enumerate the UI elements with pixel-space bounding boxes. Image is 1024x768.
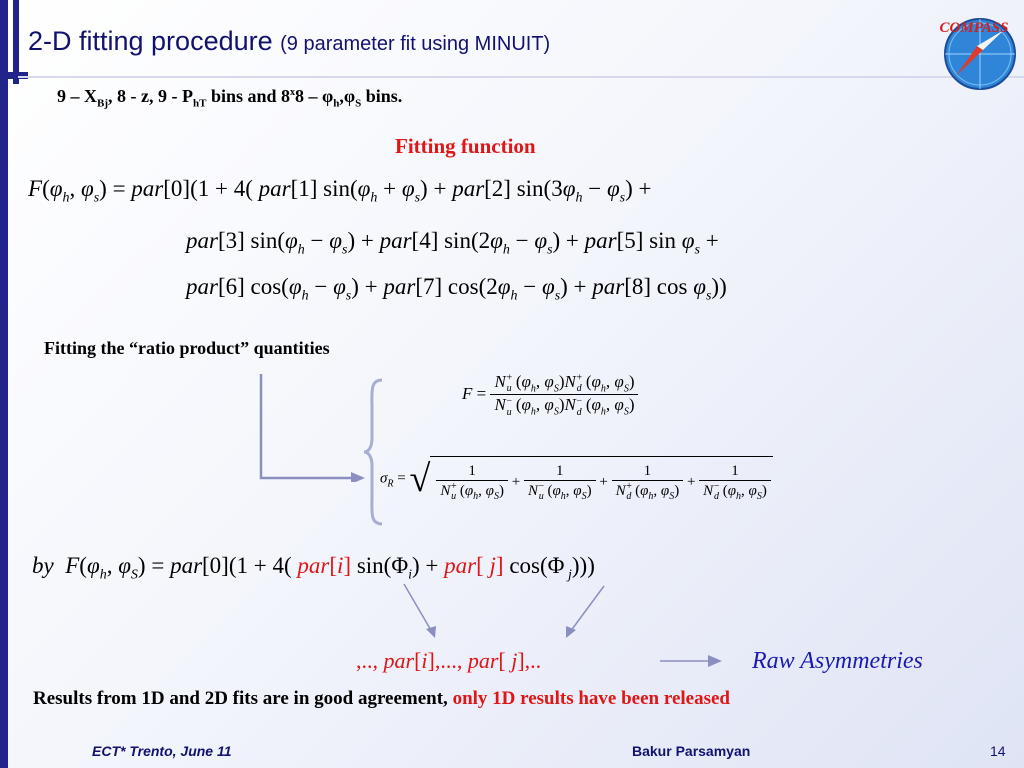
fitting-function-line-2: par[3] sin(φh − φs) + par[4] sin(2φh − φ… [186,228,719,258]
left-accent-bar [0,0,8,768]
bins-description: 9 – XBj, 8 - z, 9 - PhT bins and 8x8 – φ… [57,86,403,110]
ratio-product-label: Fitting the “ratio product” quantities [44,338,330,358]
page-number: 14 [990,743,1006,759]
parameter-list: ,.., par[i],..., par[ j],.. [356,648,542,673]
compass-logo: COMPASS [940,18,1016,90]
footer-author: Bakur Parsamyan [632,743,751,759]
generic-fit-formula: by F(φh, φS) = par[0](1 + 4( par[i] sin(… [32,553,595,583]
logo-text: COMPASS [940,20,1009,36]
l-arrow [259,374,365,482]
right-arrow-icon [660,655,722,667]
title-main: 2-D fitting procedure [28,26,273,56]
header-divider [18,76,1024,78]
converging-arrows [403,583,605,638]
results-black-text: Results from 1D and 2D fits are in good … [33,688,453,709]
fitting-function-line-1: F(φh, φs) = par[0](1 + 4( par[1] sin(φh … [28,176,652,206]
curly-brace [363,378,383,526]
slide-title: 2-D fitting procedure (9 parameter fit u… [28,26,550,57]
results-red-text: only 1D results have been released [452,688,730,709]
fitting-function-line-3: par[6] cos(φh − φs) + par[7] cos(2φh − φ… [186,274,727,304]
header-accent-stub [0,72,28,79]
footer-event: ECT* Trento, June 11 [92,743,232,759]
title-subtitle: (9 parameter fit using MINUIT) [280,33,551,55]
ratio-product-formula: F = N+u (φh, φS)N+d (φh, φS) N−u (φh, φS… [462,372,639,418]
results-statement: Results from 1D and 2D fits are in good … [33,688,730,710]
fitting-function-label: Fitting function [395,134,536,158]
left-accent-bar-inner [13,0,19,84]
raw-asymmetries-label: Raw Asymmetries [752,648,923,674]
